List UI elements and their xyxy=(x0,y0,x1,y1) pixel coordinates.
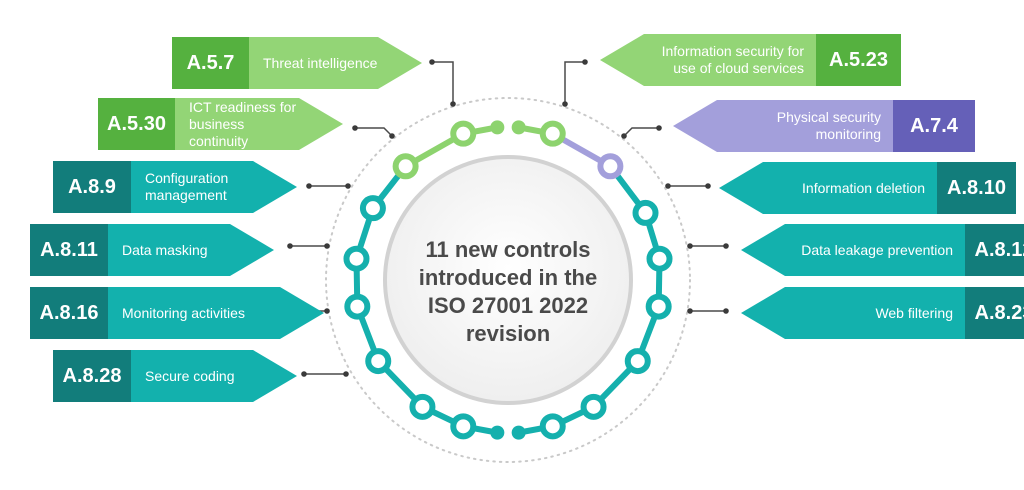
control-label: Data leakage prevention xyxy=(741,224,965,276)
control-label: Secure coding xyxy=(131,350,297,402)
ring-node xyxy=(539,413,566,440)
control-label: Web filtering xyxy=(741,287,965,339)
ring-end-dot xyxy=(490,425,505,440)
connector-dot xyxy=(582,59,588,65)
connector-dot xyxy=(562,101,568,107)
ring-node xyxy=(344,293,371,320)
control-tag-a-8-23: Web filtering A.8.23 xyxy=(741,287,1024,339)
control-tag-a-8-10: Information deletion A.8.10 xyxy=(719,162,1016,214)
connector-dot xyxy=(324,308,330,314)
connector-dot xyxy=(450,101,456,107)
center-line: 11 new controls xyxy=(425,237,591,262)
connector-dot xyxy=(705,183,711,189)
control-tag-a-8-16: A.8.16 Monitoring activities xyxy=(30,287,324,339)
control-tag-a-5-7: A.5.7 Threat intelligence xyxy=(172,37,422,89)
connector-dot xyxy=(301,371,307,377)
control-tag-a-8-28: A.8.28 Secure coding xyxy=(53,350,297,402)
connector-line xyxy=(432,61,454,104)
control-label: Physical security monitoring xyxy=(673,100,893,152)
ring-node xyxy=(392,153,419,180)
control-code: A.5.7 xyxy=(172,37,249,89)
control-label: Monitoring activities xyxy=(108,287,324,339)
center-disc xyxy=(383,155,633,405)
connector-dot xyxy=(723,243,729,249)
control-code: A.8.12 xyxy=(965,224,1024,276)
ring-end-dot xyxy=(511,120,526,135)
control-tag-a-7-4: Physical security monitoring A.7.4 xyxy=(673,100,975,152)
control-code: A.8.16 xyxy=(30,287,108,339)
connector-dot xyxy=(324,243,330,249)
control-code: A.5.30 xyxy=(98,98,175,150)
ring-node xyxy=(343,245,370,272)
control-tag-a-5-23: Information security for use of cloud se… xyxy=(600,34,901,86)
control-label: Information deletion xyxy=(719,162,937,214)
control-label: Information security for use of cloud se… xyxy=(600,34,816,86)
control-code: A.7.4 xyxy=(893,100,975,152)
connector-dot xyxy=(306,183,312,189)
ring-node xyxy=(539,120,566,147)
connector-dot xyxy=(343,371,349,377)
connector-line xyxy=(623,127,659,137)
ring-node xyxy=(450,413,477,440)
connector-dot xyxy=(389,133,395,139)
ring-node xyxy=(365,348,392,375)
ring-node xyxy=(632,199,659,226)
control-tag-a-8-9: A.8.9 Configuration management xyxy=(53,161,297,213)
control-code: A.8.9 xyxy=(53,161,131,213)
connector-dot xyxy=(656,125,662,131)
connector-dot xyxy=(345,183,351,189)
ring-node xyxy=(450,120,477,147)
ring-node xyxy=(624,348,651,375)
connector-dot xyxy=(723,308,729,314)
control-code: A.8.28 xyxy=(53,350,131,402)
ring-node xyxy=(645,293,672,320)
center-line: introduced in the xyxy=(418,265,598,290)
control-code: A.5.23 xyxy=(816,34,901,86)
connector-dot xyxy=(352,125,358,131)
ring-node xyxy=(409,393,436,420)
connector-dot xyxy=(687,243,693,249)
outer-dotted-ring xyxy=(325,97,691,463)
control-label: ICT readiness for business continuity xyxy=(175,98,343,150)
control-code: A.8.23 xyxy=(965,287,1024,339)
connector-dot xyxy=(665,183,671,189)
center-line: revision xyxy=(465,321,551,346)
center-title: 11 new controls introduced in the ISO 27… xyxy=(408,236,608,348)
control-label: Configuration management xyxy=(131,161,297,213)
ring-end-dot xyxy=(511,425,526,440)
node-ring xyxy=(343,120,673,440)
connector-dot xyxy=(687,308,693,314)
connector-dot xyxy=(621,133,627,139)
connector-line xyxy=(355,127,393,137)
connector-dot xyxy=(429,59,435,65)
control-code: A.8.10 xyxy=(937,162,1016,214)
control-label: Data masking xyxy=(108,224,274,276)
ring-node xyxy=(580,393,607,420)
control-tag-a-8-11: A.8.11 Data masking xyxy=(30,224,274,276)
ring-node xyxy=(597,153,624,180)
connector-dot xyxy=(287,243,293,249)
ring-end-dot xyxy=(490,120,505,135)
control-tag-a-5-30: A.5.30 ICT readiness for business contin… xyxy=(98,98,343,150)
control-label: Threat intelligence xyxy=(249,37,422,89)
control-code: A.8.11 xyxy=(30,224,108,276)
center-line: ISO 27001 2022 xyxy=(427,293,589,318)
control-tag-a-8-12: Data leakage prevention A.8.12 xyxy=(741,224,1024,276)
connector-line xyxy=(564,61,585,104)
ring-node xyxy=(646,245,673,272)
ring-node xyxy=(359,195,386,222)
